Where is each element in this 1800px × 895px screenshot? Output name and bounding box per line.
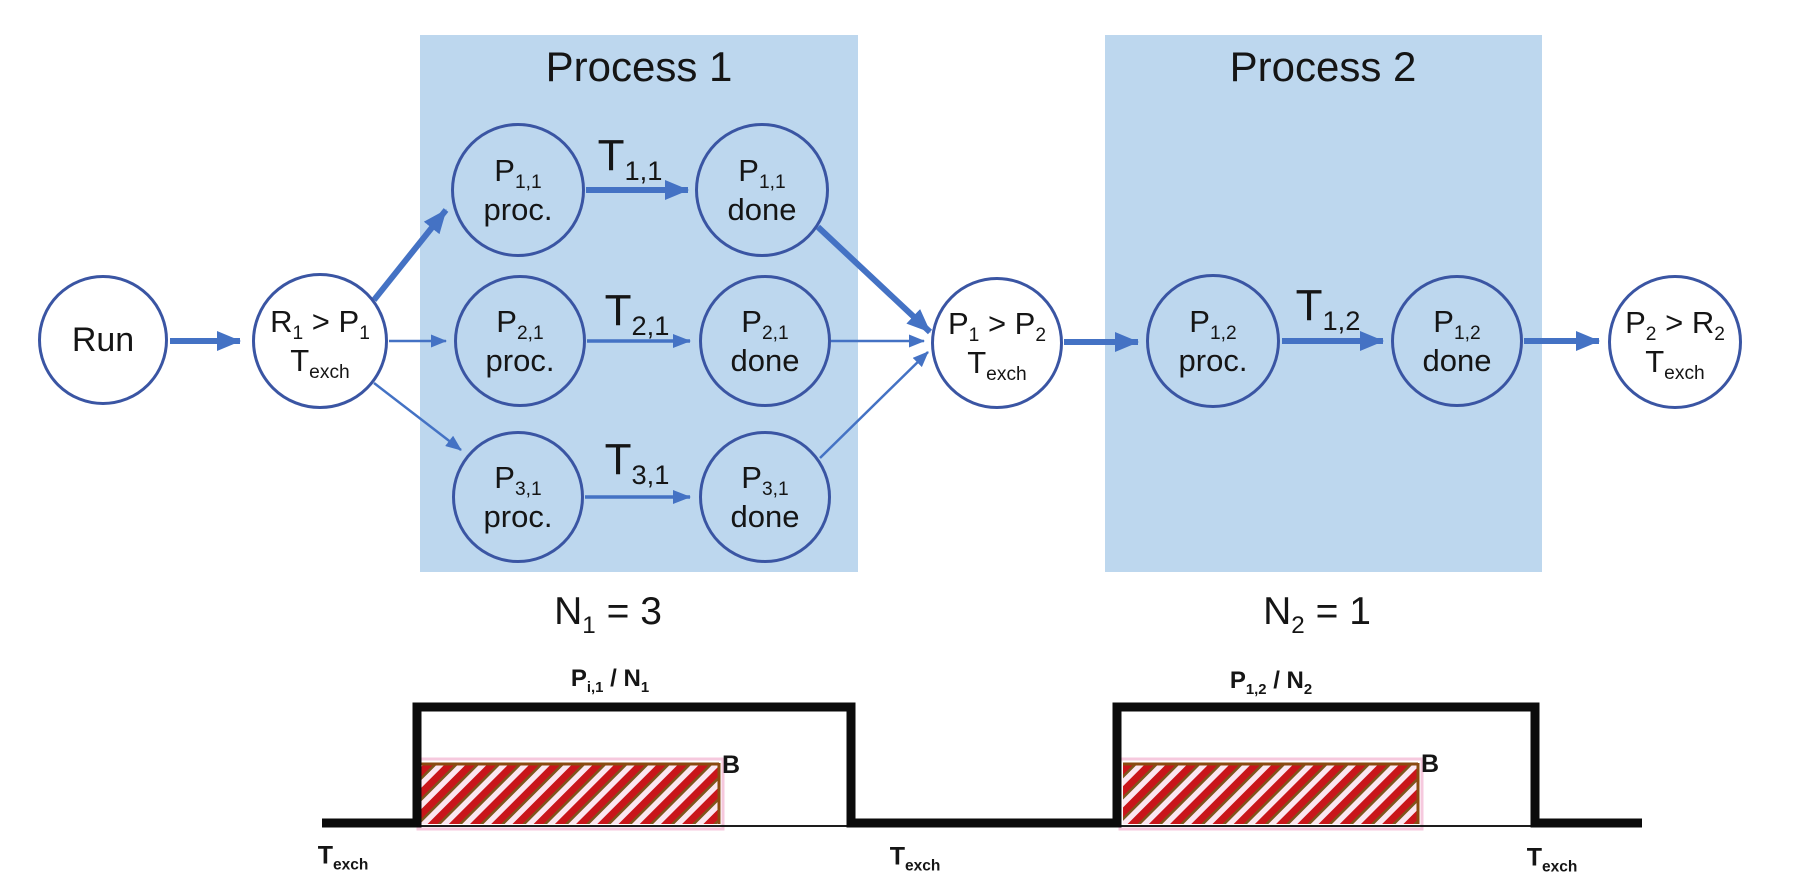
node-label: Texch	[967, 345, 1027, 386]
node-label: proc.	[483, 499, 553, 534]
node-label: done	[1422, 343, 1492, 378]
node-label: done	[727, 192, 797, 227]
arrow-p11done-to-p1p2	[815, 224, 933, 335]
node-p21-proc: P2,1 proc.	[454, 275, 586, 407]
node-label: P1,2	[1433, 304, 1481, 345]
node-label: P1,2	[1189, 304, 1237, 345]
node-p11-proc: P1,1 proc.	[451, 123, 585, 257]
pulse2-label: P1,2 / N2	[1229, 667, 1313, 698]
node-label: P3,1	[741, 460, 789, 501]
timing-waveform	[322, 702, 1642, 828]
node-label: proc.	[483, 192, 553, 227]
node-p31-proc: P3,1 proc.	[452, 431, 584, 563]
node-label: P2,1	[496, 304, 544, 345]
node-label: P2 > R2	[1625, 305, 1725, 346]
texch-label-left: Texch	[317, 841, 369, 874]
node-p11-done: P1,1 done	[695, 123, 829, 257]
process1-title: Process 1	[545, 43, 733, 90]
node-label: P1,1	[738, 153, 786, 194]
edge-label-t12: T1,2	[1295, 281, 1361, 336]
node-label: P1,1	[494, 153, 542, 194]
node-label: proc.	[1178, 343, 1248, 378]
node-p12-proc: P1,2 proc.	[1146, 274, 1280, 408]
texch-label-right: Texch	[1526, 843, 1578, 876]
node-label: P3,1	[494, 460, 542, 501]
b-marker-1: B	[722, 751, 741, 779]
node-p2-to-r2: P2 > R2 Texch	[1608, 275, 1742, 409]
node-label: Run	[71, 320, 135, 359]
texch-label-middle: Texch	[889, 842, 941, 875]
node-label: done	[730, 499, 800, 534]
hatch-region-1	[421, 763, 719, 824]
edge-label-t31: T3,1	[604, 435, 670, 490]
arrow-r1p1-to-p31proc	[373, 382, 462, 451]
node-label: proc.	[485, 343, 555, 378]
process2-count-label: N2 = 1	[1263, 590, 1371, 639]
node-p1-to-p2: P1 > P2 Texch	[931, 277, 1063, 409]
node-p21-done: P2,1 done	[699, 275, 831, 407]
pulse1-label: Pi,1 / N1	[570, 665, 650, 696]
edge-label-t11: T1,1	[597, 131, 663, 186]
node-label: P1 > P2	[947, 306, 1047, 347]
b-marker-2: B	[1421, 750, 1440, 778]
hatch-region-2	[1123, 763, 1418, 824]
arrow-r1p1-to-p11proc	[371, 208, 449, 302]
node-p12-done: P1,2 done	[1391, 275, 1523, 407]
node-label: R1 > P1	[270, 304, 370, 345]
edge-label-t21: T2,1	[604, 286, 670, 341]
process2-title: Process 2	[1229, 43, 1417, 90]
node-label: P2,1	[741, 304, 789, 345]
node-label: Texch	[290, 343, 350, 384]
node-label: Texch	[1645, 344, 1705, 385]
process1-count-label: N1 = 3	[554, 590, 662, 639]
node-run: Run	[38, 275, 168, 405]
node-label: done	[730, 343, 800, 378]
node-p31-done: P3,1 done	[699, 431, 831, 563]
node-r1-to-p1: R1 > P1 Texch	[252, 273, 388, 409]
arrow-p31done-to-p1p2	[819, 351, 929, 459]
